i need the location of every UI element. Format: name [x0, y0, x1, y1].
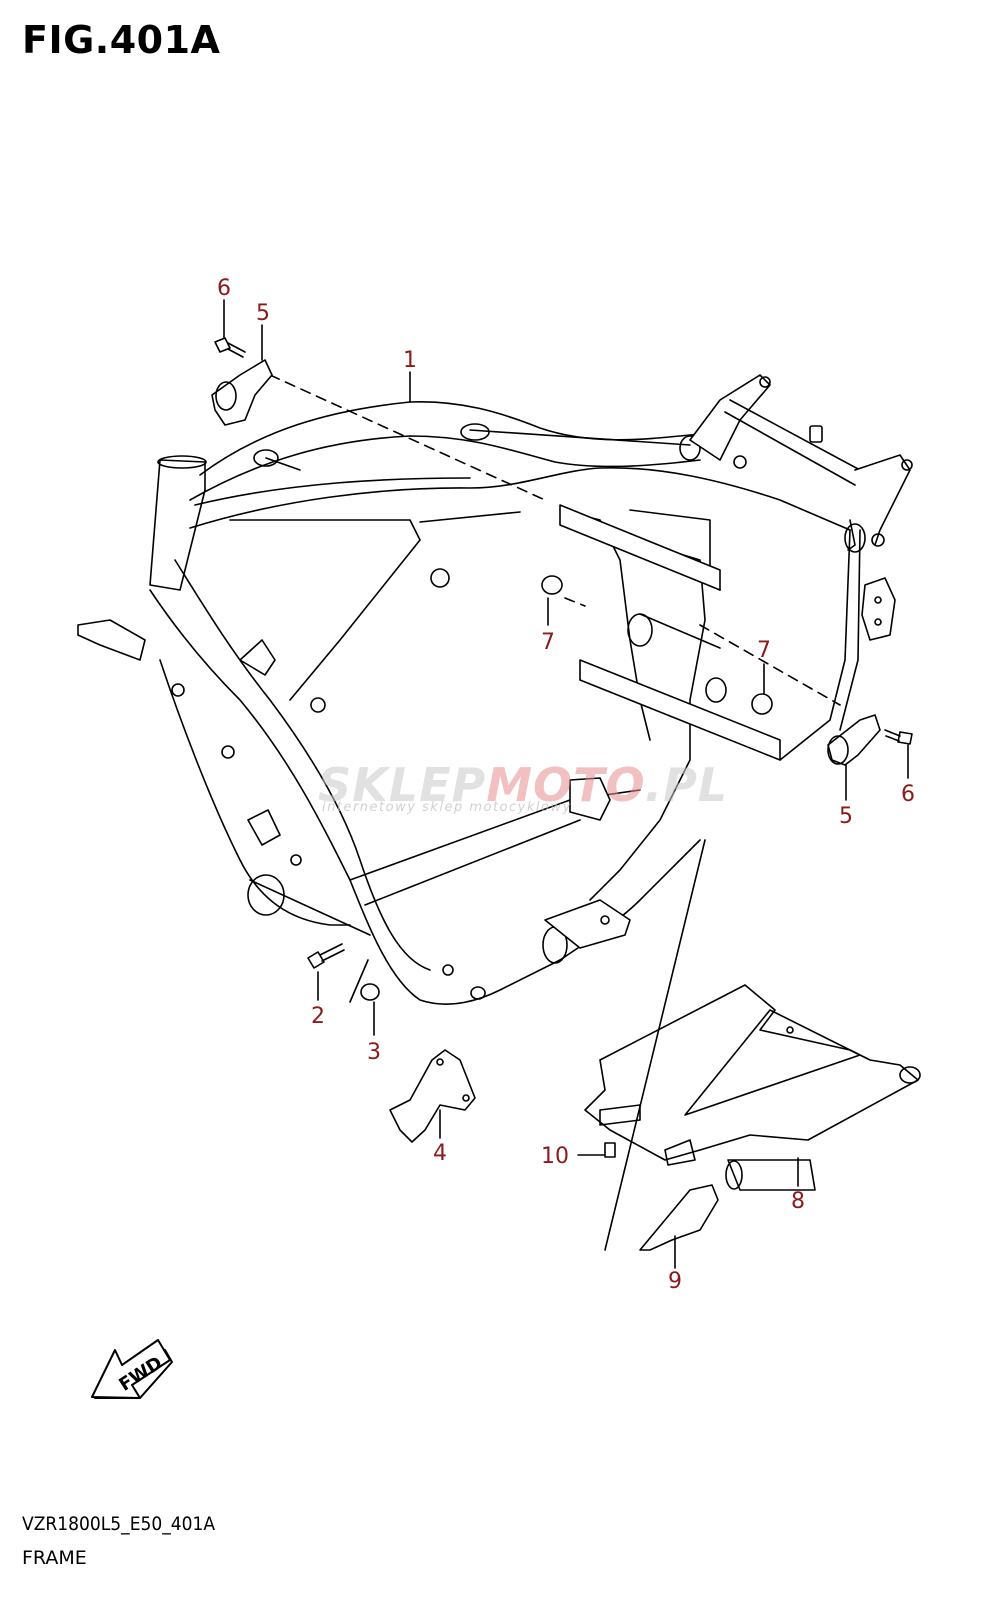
bracket-5-right [828, 715, 880, 800]
bracket-5-top [212, 325, 272, 425]
bolt-6-top [215, 300, 245, 357]
figure-caption: FRAME [22, 1547, 87, 1569]
callout-8[interactable]: 8 [791, 1189, 805, 1214]
watermark: SKLEPMOTO.PL [318, 758, 728, 812]
callout-4[interactable]: 4 [433, 1141, 447, 1166]
figure-title: FIG.401A [22, 18, 221, 62]
callout-6-top[interactable]: 6 [217, 276, 231, 301]
cover-8 [585, 985, 920, 1190]
fwd-arrow-icon [92, 1340, 172, 1398]
callout-9[interactable]: 9 [668, 1269, 682, 1294]
callout-1[interactable]: 1 [403, 348, 417, 373]
screw-10 [578, 1143, 615, 1157]
callout-2[interactable]: 2 [311, 1004, 325, 1029]
cover-9 [605, 840, 718, 1268]
callout-10[interactable]: 10 [541, 1144, 569, 1169]
bolt-2 [308, 944, 344, 1000]
watermark-brand-b: MOTO [486, 758, 645, 812]
figure-code: VZR1800L5_E50_401A [22, 1513, 216, 1535]
callout-6-right[interactable]: 6 [901, 782, 915, 807]
watermark-tagline: internetowy sklep motocyklowy [322, 800, 572, 815]
callout-5-top[interactable]: 5 [256, 301, 270, 326]
watermark-brand-c: .PL [644, 758, 729, 812]
callout-5-right[interactable]: 5 [839, 804, 853, 829]
nut-7-left [542, 576, 562, 625]
callout-7-right[interactable]: 7 [757, 638, 771, 663]
bracket-4 [390, 1050, 475, 1142]
nut-3 [350, 960, 379, 1035]
callout-3[interactable]: 3 [367, 1040, 381, 1065]
bolt-6-right [885, 730, 912, 778]
main-frame [78, 375, 912, 1004]
watermark-brand-a: SKLEP [318, 758, 487, 812]
callout-7-left[interactable]: 7 [541, 630, 555, 655]
nut-7-right [752, 664, 772, 714]
